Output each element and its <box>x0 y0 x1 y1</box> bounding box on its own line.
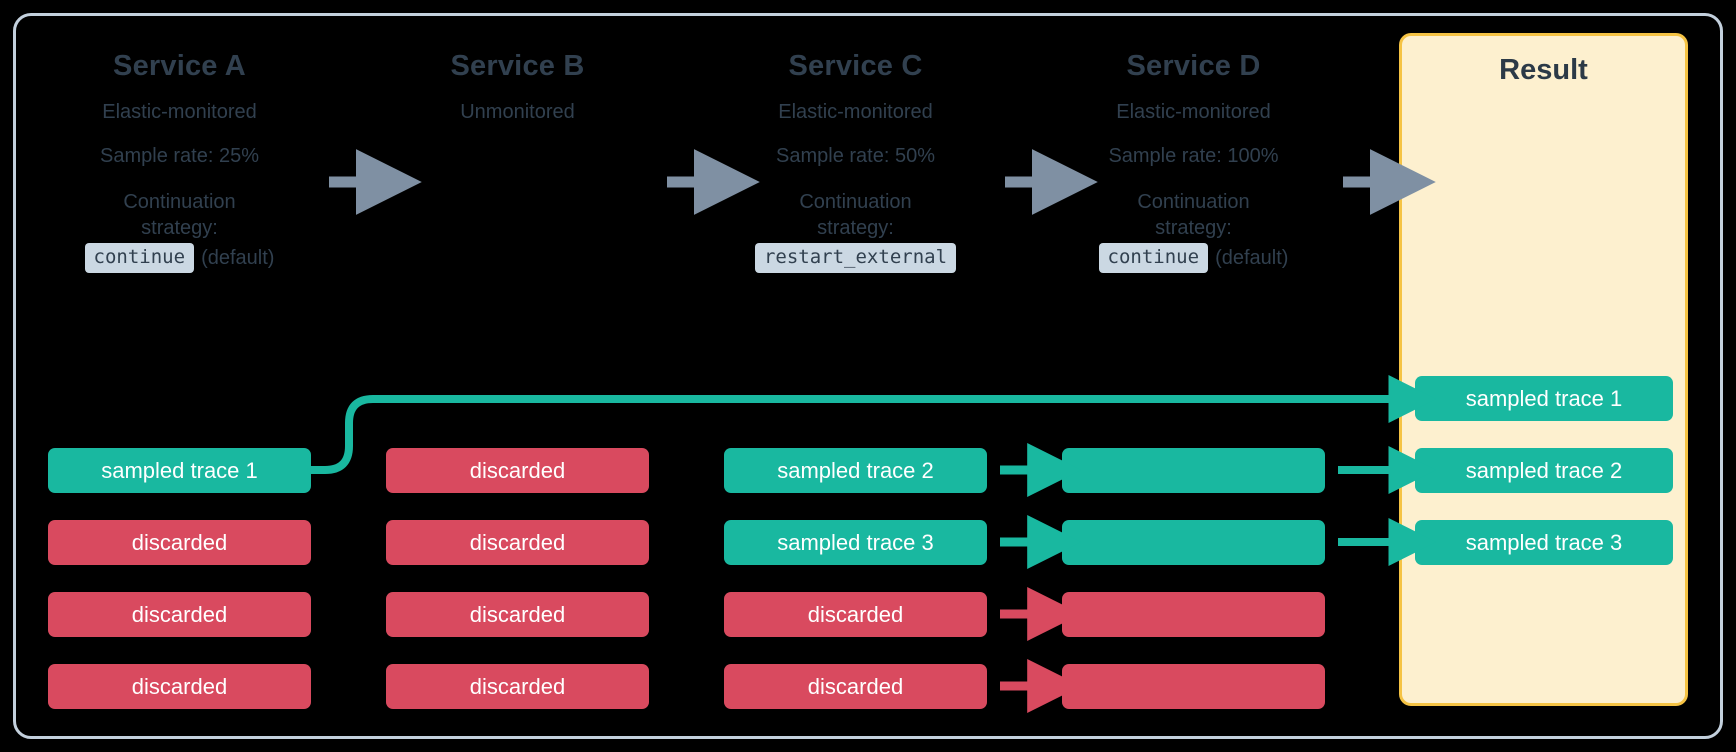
trace-bar-a-2-label: discarded <box>131 529 228 555</box>
service-box-c[interactable]: Service C Elastic-monitored Sample rate:… <box>724 33 987 331</box>
service-c-strategy: Continuation strategy: restart_external <box>754 189 957 273</box>
trace-bar-b-1-label: discarded <box>469 457 566 483</box>
service-a-strategy-note: (default) <box>201 246 275 269</box>
trace-bar-b-2-label: discarded <box>469 529 566 555</box>
service-c-monitoring: Elastic-monitored <box>778 100 933 123</box>
trace-bar-b-2[interactable]: discarded <box>386 520 649 565</box>
trace-bar-b-3-label: discarded <box>469 601 566 627</box>
result-title: Result <box>1499 54 1588 86</box>
trace-bar-a-3[interactable]: discarded <box>48 592 311 637</box>
service-box-b[interactable]: Service B Unmonitored <box>386 33 649 331</box>
service-c-strategy-label-1: Continuation <box>799 190 912 213</box>
service-a-sample-rate: Sample rate: 25% <box>100 144 259 167</box>
trace-bar-d-2[interactable] <box>1062 520 1325 565</box>
service-d-strategy-label-2: strategy: <box>1155 216 1232 239</box>
result-trace-bar-2-label: sampled trace 2 <box>1465 457 1623 483</box>
service-d-strategy-note: (default) <box>1215 246 1289 269</box>
trace-bar-a-1[interactable]: sampled trace 1 <box>48 448 311 493</box>
trace-bar-a-3-label: discarded <box>131 601 228 627</box>
service-d-monitoring: Elastic-monitored <box>1116 100 1271 123</box>
trace-bar-c-4[interactable]: discarded <box>724 664 987 709</box>
service-b-title: Service B <box>450 50 585 82</box>
service-c-title: Service C <box>788 50 923 82</box>
trace-bar-a-1-label: sampled trace 1 <box>101 457 258 483</box>
service-box-a[interactable]: Service A Elastic-monitored Sample rate:… <box>48 33 311 331</box>
result-trace-bar-1-label: sampled trace 1 <box>1465 385 1623 411</box>
trace-bar-d-3[interactable] <box>1062 592 1325 637</box>
trace-bar-b-3[interactable]: discarded <box>386 592 649 637</box>
trace-bar-d-4[interactable] <box>1062 664 1325 709</box>
result-trace-bar-3-label: sampled trace 3 <box>1465 529 1623 555</box>
trace-bar-c-3-label: discarded <box>807 601 904 627</box>
service-box-d[interactable]: Service D Elastic-monitored Sample rate:… <box>1062 33 1325 331</box>
result-trace-bar-3[interactable]: sampled trace 3 <box>1415 520 1673 565</box>
service-b-monitoring: Unmonitored <box>460 100 575 123</box>
service-d-sample-rate: Sample rate: 100% <box>1108 144 1279 167</box>
service-a-monitoring: Elastic-monitored <box>102 100 257 123</box>
trace-bar-c-1-label: sampled trace 2 <box>777 457 934 483</box>
trace-bar-a-4-label: discarded <box>131 673 228 699</box>
service-a-strategy-label-1: Continuation <box>123 190 236 213</box>
result-panel[interactable]: Result <box>1399 33 1688 706</box>
service-c-strategy-label-2: strategy: <box>817 216 894 239</box>
trace-bar-a-2[interactable]: discarded <box>48 520 311 565</box>
trace-bar-c-2[interactable]: sampled trace 3 <box>724 520 987 565</box>
trace-bar-c-3[interactable]: discarded <box>724 592 987 637</box>
trace-bar-a-4[interactable]: discarded <box>48 664 311 709</box>
trace-bar-b-1[interactable]: discarded <box>386 448 649 493</box>
result-trace-bar-1[interactable]: sampled trace 1 <box>1415 376 1673 421</box>
trace-bar-c-1[interactable]: sampled trace 2 <box>724 448 987 493</box>
trace-bar-c-4-label: discarded <box>807 673 904 699</box>
service-a-title: Service A <box>113 50 246 82</box>
service-d-title: Service D <box>1126 50 1261 82</box>
trace-bar-b-4-label: discarded <box>469 673 566 699</box>
service-d-strategy-label-1: Continuation <box>1137 190 1250 213</box>
service-a-strategy-value: continue <box>84 242 195 273</box>
service-c-strategy-value: restart_external <box>754 242 957 273</box>
service-c-sample-rate: Sample rate: 50% <box>776 144 935 167</box>
service-d-strategy: Continuation strategy: continue (default… <box>1098 189 1289 273</box>
service-d-strategy-value: continue <box>1098 242 1209 273</box>
service-a-strategy: Continuation strategy: continue (default… <box>84 189 275 273</box>
result-trace-bar-2[interactable]: sampled trace 2 <box>1415 448 1673 493</box>
service-a-strategy-label-2: strategy: <box>141 216 218 239</box>
trace-bar-b-4[interactable]: discarded <box>386 664 649 709</box>
trace-bar-c-2-label: sampled trace 3 <box>777 529 934 555</box>
trace-bar-d-1[interactable] <box>1062 448 1325 493</box>
